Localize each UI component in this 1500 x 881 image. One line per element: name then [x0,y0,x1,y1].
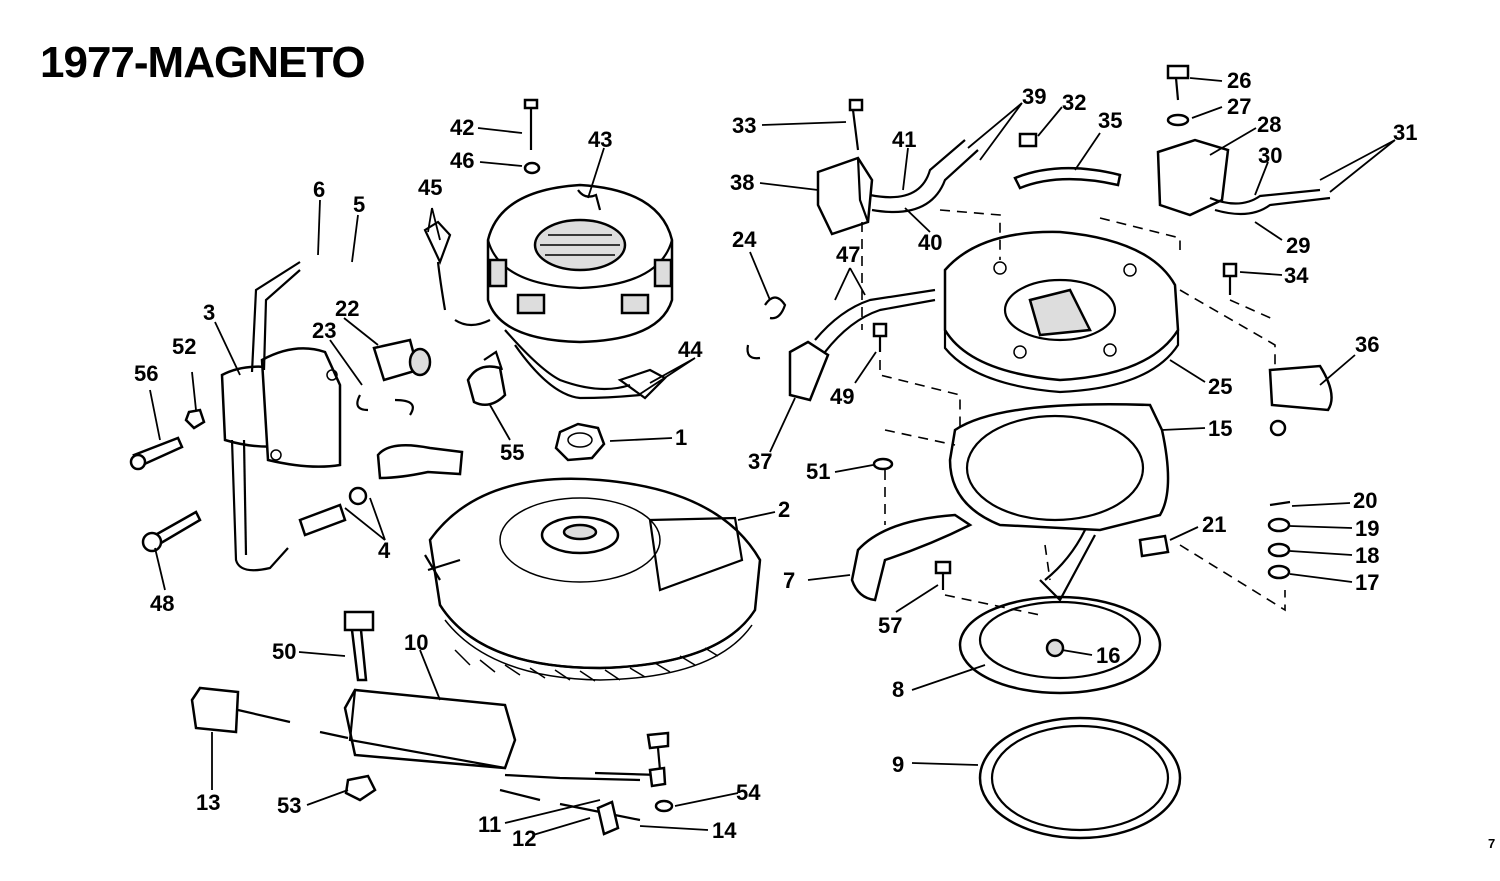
callout-2: 2 [778,497,790,522]
callout-55: 55 [500,440,524,465]
callout-19: 19 [1355,516,1379,541]
callout-44: 44 [678,337,703,362]
callout-47: 47 [836,242,860,267]
callout-42: 42 [450,115,474,140]
callout-54: 54 [736,780,761,805]
callout-23: 23 [312,318,336,343]
callout-31: 31 [1393,120,1417,145]
callout-17: 17 [1355,570,1379,595]
small-hardware-right [523,98,1333,590]
callout-14: 14 [712,818,737,843]
callout-29: 29 [1286,233,1310,258]
callout-15: 15 [1208,416,1232,441]
callout-21: 21 [1202,512,1226,537]
callout-53: 53 [277,793,301,818]
callout-40: 40 [918,230,942,255]
callout-57: 57 [878,613,902,638]
small-parts-left [298,338,507,537]
callout-35: 35 [1098,108,1122,133]
armature-plate [943,230,1180,394]
callout-36: 36 [1355,332,1379,357]
bolts-left [129,408,206,553]
retaining-ring [978,716,1182,840]
callout-49: 49 [830,384,854,409]
charge-coil-left [816,98,979,236]
callout-3: 3 [203,300,215,325]
ignition-coil [220,261,342,572]
callout-26: 26 [1227,68,1251,93]
callout-38: 38 [730,170,754,195]
callout-52: 52 [172,334,196,359]
callout-22: 22 [335,296,359,321]
callout-37: 37 [748,449,772,474]
callout-56: 56 [134,361,158,386]
callout-34: 34 [1284,263,1309,288]
callout-12: 12 [512,826,536,851]
leader-lines [149,77,1396,836]
retainer-plate [958,534,1162,695]
callout-labels: 1 2 3 4 5 6 7 8 9 10 11 12 13 14 15 16 1… [134,68,1417,851]
callout-28: 28 [1257,112,1281,137]
callout-24: 24 [732,227,757,252]
callout-41: 41 [892,127,916,152]
callout-8: 8 [892,677,904,702]
callout-27: 27 [1227,94,1251,119]
alignment-lines [861,209,1286,616]
callout-5: 5 [353,192,365,217]
callout-7: 7 [783,568,795,593]
stator-leads [423,220,667,400]
callout-1: 1 [675,425,687,450]
flywheel-nut [554,422,606,462]
stator-assembly [486,183,674,344]
callout-46: 46 [450,148,474,173]
callout-9: 9 [892,752,904,777]
callout-33: 33 [732,113,756,138]
timer-base-plate [948,403,1170,581]
throttle-cam [850,513,973,602]
callout-32: 32 [1062,90,1086,115]
callout-20: 20 [1353,488,1377,513]
callout-16: 16 [1096,643,1120,668]
callout-10: 10 [404,630,428,655]
callout-43: 43 [588,127,612,152]
flywheel [424,477,762,682]
callout-39: 39 [1022,84,1046,109]
callout-50: 50 [272,639,296,664]
callout-30: 30 [1258,143,1282,168]
callout-4: 4 [378,538,391,563]
spark-plug-lead [746,288,936,402]
charge-coil-right [1156,64,1331,217]
callout-51: 51 [806,459,830,484]
callout-11: 11 [478,812,501,837]
callout-25: 25 [1208,374,1232,399]
callout-13: 13 [196,790,220,815]
callout-45: 45 [418,175,442,200]
callout-6: 6 [313,177,325,202]
diagram-title: 1977-MAGNETO [40,38,366,87]
callout-18: 18 [1355,543,1379,568]
callout-48: 48 [150,591,174,616]
page-number: 7 [1488,836,1496,851]
